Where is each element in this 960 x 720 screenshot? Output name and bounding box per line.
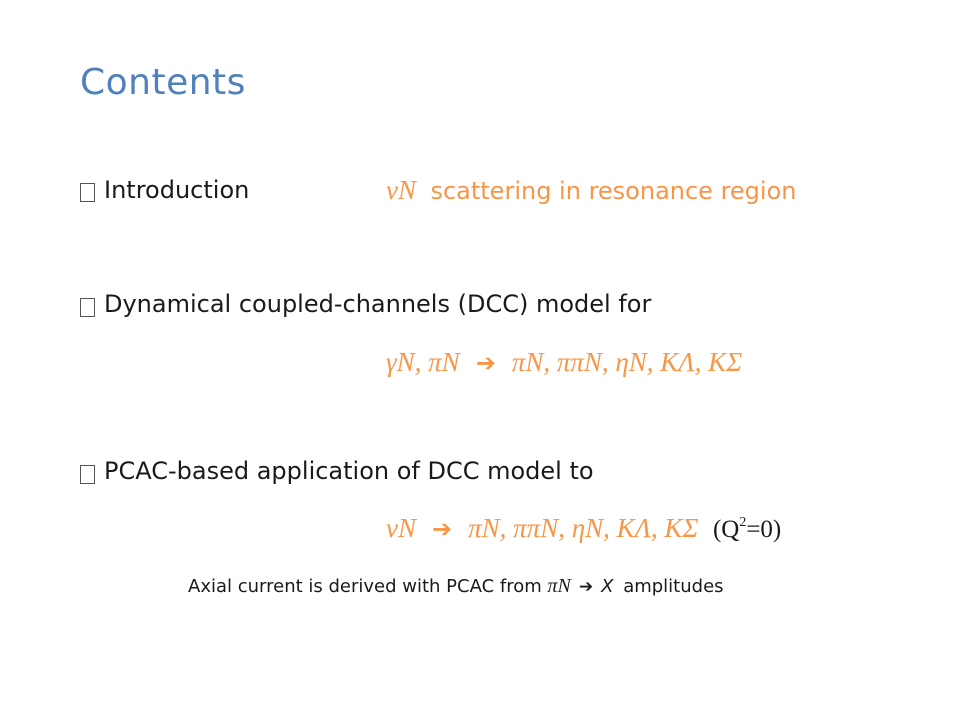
q-squared-condition: (Q2=0) <box>712 515 782 543</box>
right-arrow-icon: ➔ <box>578 577 594 597</box>
pcac-initial-state: νN <box>386 513 416 543</box>
dcc-final-states: πN, ππN, ηN, KΛ, KΣ <box>511 347 743 377</box>
intro-note-text: scattering in resonance region <box>430 177 797 205</box>
pcac-final-states: πN, ππN, ηN, KΛ, KΣ <box>468 513 699 543</box>
axial-current-note: Axial current is derived with PCAC from … <box>188 575 724 598</box>
bullet-introduction: Introduction <box>104 176 250 204</box>
pcac-reaction-formula: νN ➔ πN, ππN, ηN, KΛ, KΣ (Q2=0) <box>386 513 781 544</box>
axial-note-prefix: Axial current is derived with PCAC from <box>188 576 542 597</box>
pi-n-symbol: πN <box>547 575 571 597</box>
bullet-pcac-application: PCAC-based application of DCC model to <box>104 457 594 485</box>
dcc-reaction-formula: γN, πN ➔ πN, ππN, ηN, KΛ, KΣ <box>386 347 742 378</box>
nu-n-symbol: νN <box>386 175 416 205</box>
bullet-box-icon <box>80 298 95 317</box>
bullet-box-icon <box>80 183 95 202</box>
axial-note-suffix: amplitudes <box>623 576 724 597</box>
slide-title: Contents <box>80 62 246 103</box>
intro-note: νN scattering in resonance region <box>386 175 796 206</box>
right-arrow-icon: ➔ <box>475 349 496 377</box>
bullet-box-icon <box>80 465 95 484</box>
right-arrow-icon: ➔ <box>432 515 453 543</box>
x-target: X <box>601 576 614 597</box>
bullet-dcc-model: Dynamical coupled-channels (DCC) model f… <box>104 290 652 318</box>
dcc-initial-states: γN, πN <box>386 347 460 377</box>
